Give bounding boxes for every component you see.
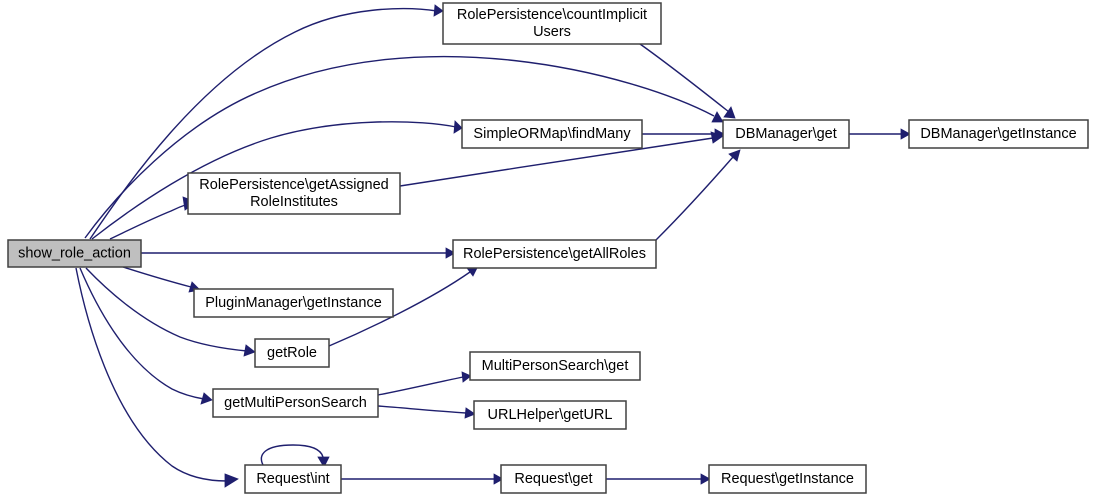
edge-line <box>122 266 192 288</box>
edge-line <box>109 203 189 240</box>
node-getRole[interactable]: getRole <box>254 338 330 368</box>
arrowhead-icon <box>224 473 239 488</box>
arrowhead-icon <box>445 247 456 259</box>
edge-line <box>328 271 471 347</box>
arrowhead-icon <box>433 4 444 17</box>
nodes-layer: show_role_action RolePersistence\countImp… <box>7 2 1089 494</box>
edges-layer <box>75 4 911 488</box>
edge-line <box>75 267 228 482</box>
node-getAssignedRoleInstitutes[interactable]: RolePersistence\getAssignedRoleInstitute… <box>187 172 401 215</box>
node-request_get[interactable]: Request\get <box>500 464 607 494</box>
edge-line <box>85 267 248 352</box>
node-box[interactable] <box>187 172 401 215</box>
node-label: getMultiPersonSearch <box>224 395 367 411</box>
node-label: Request\get <box>514 471 592 487</box>
node-getAllRoles[interactable]: RolePersistence\getAllRoles <box>452 239 657 269</box>
node-box[interactable] <box>708 464 867 494</box>
node-dbmanager_getinstance[interactable]: DBManager\getInstance <box>908 119 1089 149</box>
node-getMultiPersonSearch[interactable]: getMultiPersonSearch <box>212 388 379 418</box>
edge-request_int-to-request_get <box>341 473 504 485</box>
node-box[interactable] <box>461 119 643 149</box>
edge-getMultiPersonSearch-to-multipersonsearch_get <box>377 371 472 396</box>
node-dbmanager_get[interactable]: DBManager\get <box>722 119 850 149</box>
edge-show_role_action-to-getAssignedRoleInstitutes <box>109 196 197 240</box>
edge-line <box>377 376 464 396</box>
node-label: RolePersistence\getAssigned <box>199 177 388 193</box>
edge-show_role_action-to-pluginmanager_getinstance <box>122 266 201 293</box>
node-box[interactable] <box>193 288 394 318</box>
edge-line <box>260 444 324 466</box>
node-box[interactable] <box>469 351 641 381</box>
arrowhead-icon <box>900 128 911 140</box>
arrowhead-icon <box>243 344 256 357</box>
edge-show_role_action-to-findMany <box>91 120 463 240</box>
node-label: show_role_action <box>18 245 131 261</box>
node-box[interactable] <box>452 239 657 269</box>
node-box[interactable] <box>442 2 662 45</box>
node-label: Request\getInstance <box>721 471 854 487</box>
node-label: DBManager\get <box>735 126 837 142</box>
edge-show_role_action-to-getAllRoles <box>141 247 456 259</box>
edge-getAssignedRoleInstitutes-to-dbmanager_get <box>399 131 724 187</box>
node-label: PluginManager\getInstance <box>205 295 382 311</box>
edge-line <box>377 405 467 414</box>
node-box[interactable] <box>908 119 1089 149</box>
edge-line <box>79 267 205 400</box>
edge-line <box>89 7 438 240</box>
edge-line <box>399 137 714 187</box>
edge-show_role_action-to-getRole <box>85 267 256 357</box>
arrowhead-icon <box>461 371 472 383</box>
node-label: SimpleORMap\findMany <box>473 126 631 142</box>
edge-line <box>91 121 457 240</box>
arrowhead-icon <box>200 392 213 405</box>
node-label: URLHelper\getURL <box>488 407 613 423</box>
arrowhead-icon <box>711 111 724 123</box>
arrowhead-icon <box>728 149 741 162</box>
edge-line <box>84 55 715 239</box>
edge-show_role_action-to-getMultiPersonSearch <box>79 267 213 405</box>
node-label: Users <box>533 24 571 40</box>
node-findMany[interactable]: SimpleORMap\findMany <box>461 119 643 149</box>
node-label: RoleInstitutes <box>250 194 338 210</box>
node-box[interactable] <box>254 338 330 368</box>
edge-line <box>639 43 730 113</box>
arrowhead-icon <box>710 131 724 144</box>
edge-show_role_action-to-countImplicitUsers <box>89 4 444 240</box>
edge-request_int-to-request_int <box>260 444 330 468</box>
node-label: RolePersistence\getAllRoles <box>463 246 646 262</box>
node-request_getinstance[interactable]: Request\getInstance <box>708 464 867 494</box>
arrowhead-icon <box>493 473 504 485</box>
arrowhead-icon <box>464 407 476 419</box>
edge-request_get-to-request_getinstance <box>606 473 711 485</box>
node-label: RolePersistence\countImplicit <box>457 7 647 23</box>
edge-show_role_action-to-request_int <box>75 267 239 488</box>
edge-getMultiPersonSearch-to-urlhelper_geturl <box>377 405 476 419</box>
edge-dbmanager_get-to-dbmanager_getinstance <box>849 128 911 140</box>
node-box[interactable] <box>473 400 627 430</box>
node-box[interactable] <box>722 119 850 149</box>
node-request_int[interactable]: Request\int <box>244 464 342 494</box>
node-pluginmanager_getinstance[interactable]: PluginManager\getInstance <box>193 288 394 318</box>
arrowhead-icon <box>700 473 711 485</box>
node-box[interactable] <box>244 464 342 494</box>
edge-getAllRoles-to-dbmanager_get <box>655 149 741 241</box>
node-label: getRole <box>267 345 317 361</box>
node-multipersonsearch_get[interactable]: MultiPersonSearch\get <box>469 351 641 381</box>
edge-line <box>655 156 734 241</box>
edge-countImplicitUsers-to-dbmanager_get <box>639 43 736 119</box>
node-box[interactable] <box>500 464 607 494</box>
node-box[interactable] <box>7 239 142 268</box>
node-show_role_action[interactable]: show_role_action <box>7 239 142 268</box>
node-urlhelper_geturl[interactable]: URLHelper\getURL <box>473 400 627 430</box>
node-label: Request\int <box>256 471 329 487</box>
node-label: DBManager\getInstance <box>920 126 1076 142</box>
node-box[interactable] <box>212 388 379 418</box>
arrowhead-icon <box>723 106 736 119</box>
arrowhead-icon <box>317 456 330 468</box>
edge-show_role_action-to-dbmanager_get <box>84 55 724 239</box>
arrowhead-icon <box>453 120 463 134</box>
node-label: MultiPersonSearch\get <box>482 358 629 374</box>
